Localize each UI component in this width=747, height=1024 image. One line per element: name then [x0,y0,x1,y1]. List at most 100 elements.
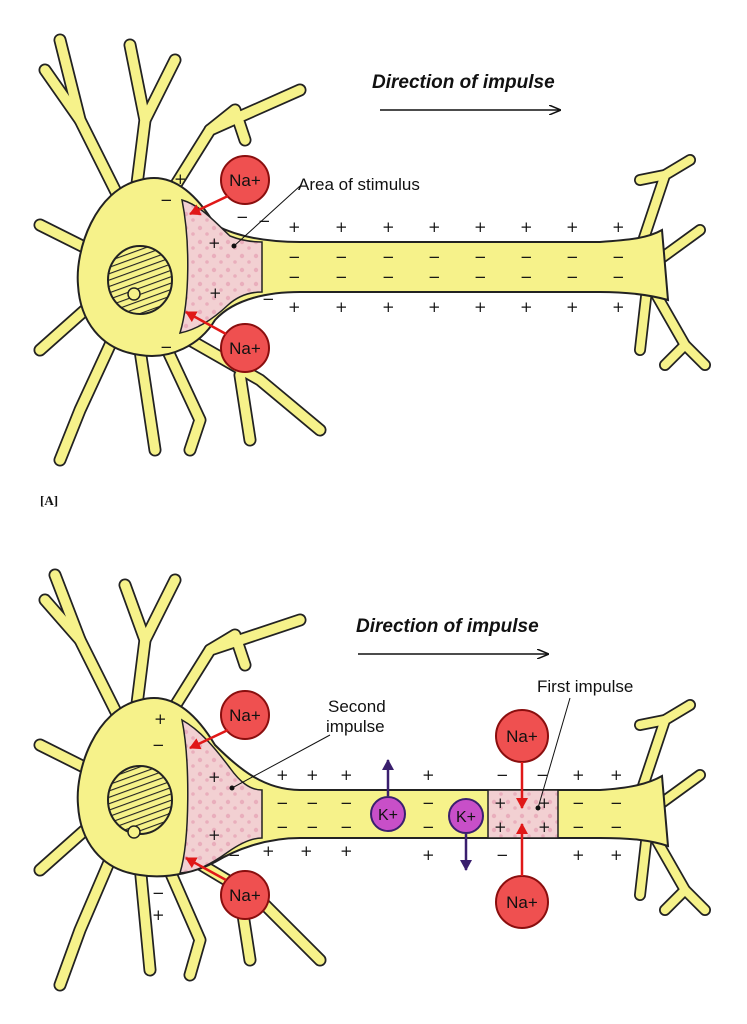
svg-text:−: − [236,208,249,226]
svg-text:−: − [160,191,173,209]
svg-text:+: + [340,766,353,784]
first-impulse-point [535,805,541,811]
second-impulse-label-line2: impulse [326,717,385,736]
svg-text:−: − [610,794,623,812]
svg-text:+: + [538,794,551,812]
stimulus-point [231,243,237,249]
svg-text:+: + [154,710,167,728]
svg-text:−: − [612,268,625,286]
svg-text:−: − [288,248,301,266]
stimulus-zone-a [178,198,263,334]
svg-text:Na+: Na+ [229,886,261,905]
svg-text:−: − [160,338,173,356]
svg-text:−: − [228,846,241,864]
svg-text:+: + [494,794,507,812]
svg-text:+: + [262,842,275,860]
svg-text:−: − [340,818,353,836]
second-impulse-zone [178,718,263,874]
svg-text:+: + [572,846,585,864]
svg-text:−: − [258,212,271,230]
svg-text:+: + [612,298,625,316]
potassium-ion-left: K+ [370,796,406,832]
membrane-charges-a: + − + + − − − − +++ +++ ++ −−− −−− −− −−… [160,170,625,356]
svg-text:K+: K+ [456,809,476,826]
svg-text:+: + [422,766,435,784]
svg-text:−: − [610,818,623,836]
svg-text:−: − [428,248,441,266]
svg-text:−: − [306,818,319,836]
nucleolus-a [127,287,141,301]
panel-a [33,33,711,467]
sodium-ion-b-soma-bottom: Na+ [220,870,270,920]
potassium-ion-right: K+ [448,798,484,834]
svg-text:−: − [152,736,165,754]
svg-text:−: − [566,268,579,286]
svg-text:+: + [566,298,579,316]
second-impulse-leader-line [231,734,331,789]
svg-text:−: − [496,846,509,864]
svg-text:−: − [288,268,301,286]
svg-text:−: − [422,818,435,836]
svg-text:+: + [428,298,441,316]
svg-text:+: + [174,170,187,188]
svg-text:−: − [340,794,353,812]
svg-text:−: − [474,268,487,286]
svg-text:−: − [520,268,533,286]
sodium-ion-b-axon-top: Na+ [495,709,549,763]
svg-text:+: + [520,218,533,236]
svg-text:+: + [572,766,585,784]
svg-text:−: − [428,268,441,286]
svg-text:+: + [422,846,435,864]
svg-text:Na+: Na+ [229,171,261,190]
svg-text:K+: K+ [378,807,398,824]
svg-text:−: − [276,794,289,812]
svg-text:+: + [152,906,165,924]
svg-text:Na+: Na+ [229,706,261,725]
svg-text:+: + [474,218,487,236]
svg-text:+: + [288,218,301,236]
svg-text:+: + [494,818,507,836]
svg-text:+: + [566,218,579,236]
nucleus-a [107,245,173,315]
svg-text:Na+: Na+ [506,893,538,912]
svg-text:−: − [276,818,289,836]
membrane-charges-b: + − + + − − + +++ + −− ++ −−− − ++ −− −−… [152,710,623,924]
first-impulse-label: First impulse [537,677,633,696]
stimulus-label: Area of stimulus [298,175,420,194]
svg-text:−: − [520,248,533,266]
svg-text:−: − [152,884,165,902]
second-impulse-point [229,785,235,791]
svg-text:+: + [300,842,313,860]
sodium-ion-a-top: Na+ [220,155,270,205]
sodium-ion-b-axon-bottom: Na+ [495,875,549,929]
direction-label-a: Direction of impulse [372,72,555,93]
second-impulse-label-line1: Second [328,697,386,716]
svg-text:+: + [208,826,221,844]
svg-text:−: − [382,268,395,286]
svg-text:−: − [474,248,487,266]
sodium-arrow-b-soma-bottom [185,856,227,882]
nucleolus-b [127,825,141,839]
stimulus-leader-line [233,185,301,247]
svg-text:+: + [520,298,533,316]
svg-text:+: + [276,766,289,784]
soma-and-axon-a [76,177,670,357]
sodium-arrow-a-bottom [185,310,227,336]
svg-text:+: + [382,218,395,236]
svg-text:−: − [572,794,585,812]
svg-text:+: + [208,768,221,786]
svg-text:+: + [612,218,625,236]
svg-text:−: − [612,248,625,266]
svg-text:+: + [209,284,222,302]
direction-label-b: Direction of impulse [356,616,539,637]
svg-text:−: − [566,248,579,266]
svg-text:−: − [306,794,319,812]
svg-text:Na+: Na+ [506,727,538,746]
panel-label-a: [A] [40,493,58,508]
sodium-arrow-b-soma-top [189,728,229,750]
svg-text:+: + [335,218,348,236]
svg-text:−: − [335,248,348,266]
svg-text:−: − [572,818,585,836]
svg-text:+: + [610,846,623,864]
